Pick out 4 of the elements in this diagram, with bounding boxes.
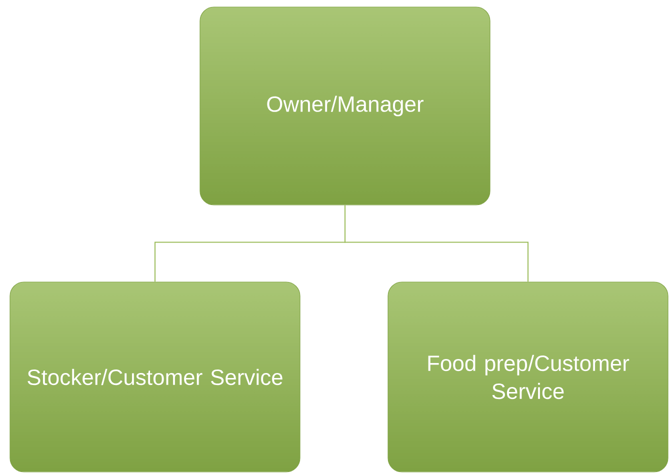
connector-line bbox=[344, 204, 528, 282]
org-box: Food prep/Customer Service bbox=[388, 282, 668, 472]
org-box: Stocker/Customer Service bbox=[10, 282, 300, 472]
org-box: Owner/Manager bbox=[200, 6, 490, 206]
